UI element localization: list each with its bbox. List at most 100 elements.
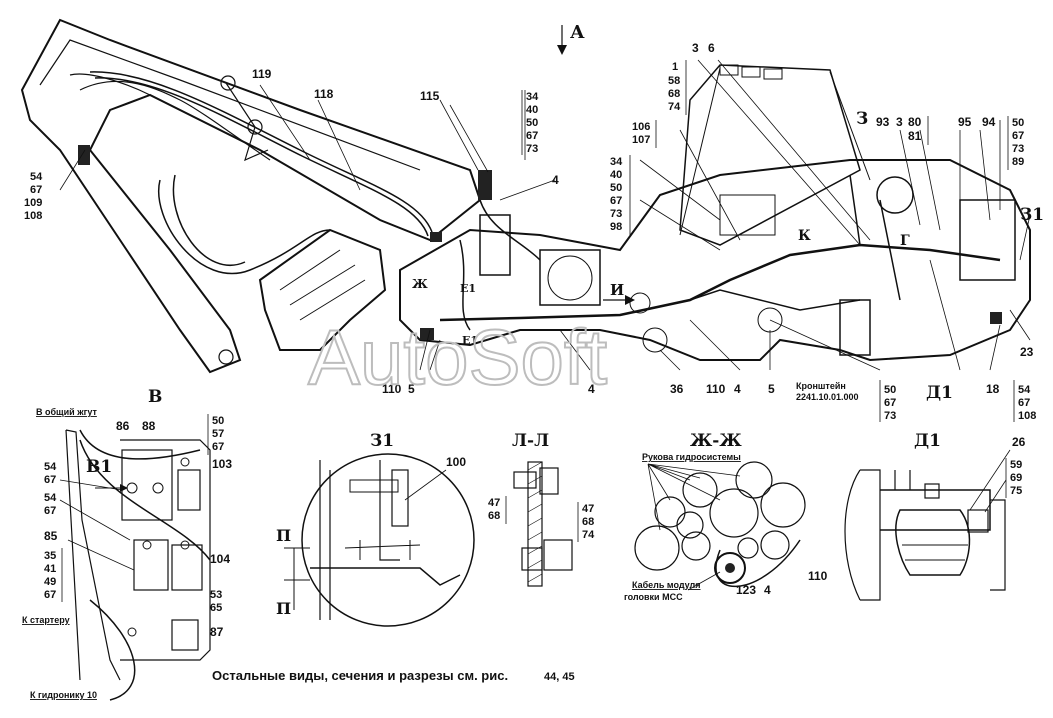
callout-ll-68a: 68 xyxy=(488,510,500,522)
callout-115: 115 xyxy=(420,89,440,103)
callout-b-57: 57 xyxy=(212,428,224,440)
callout-80: 80 xyxy=(908,115,922,129)
view-letter-g: Г xyxy=(900,233,910,249)
callout-4a: 4 xyxy=(734,382,741,396)
callout-1: 1 xyxy=(672,61,678,73)
callout-103: 103 xyxy=(212,457,232,471)
callout-ll-47a: 47 xyxy=(488,497,500,509)
callout-81: 81 xyxy=(908,129,922,143)
view-letter-z: З xyxy=(856,109,868,129)
callout-87: 87 xyxy=(210,625,224,639)
view-zhzh: Ж-Ж Рукова гидросистемы Кабель модуля го… xyxy=(624,431,828,602)
view-b: В В общий жгут В1 86 88 50 57 67 103 54 … xyxy=(22,387,232,701)
view-letter-e1a: Е1 xyxy=(460,282,476,295)
callout-40b: 40 xyxy=(610,169,622,181)
callout-95: 95 xyxy=(958,115,972,129)
callout-88: 88 xyxy=(142,419,156,433)
footer-refs: 44, 45 xyxy=(544,671,575,683)
view-a-marker: А xyxy=(570,22,585,43)
label-k-gidroniku: К гидронику 10 xyxy=(30,690,97,700)
callout-67m: 67 xyxy=(884,397,896,409)
callout-ll-74: 74 xyxy=(582,529,595,541)
callout-b-67b: 67 xyxy=(44,505,56,517)
label-hoses: Рукова гидросистемы xyxy=(642,452,741,462)
label-obshchiy-zhgut: В общий жгут xyxy=(36,407,97,417)
view-letter-b1: В1 xyxy=(86,457,112,477)
callout-ll-68b: 68 xyxy=(582,516,594,528)
callout-109: 109 xyxy=(24,197,42,209)
section-p-top: П xyxy=(276,526,291,545)
callout-23: 23 xyxy=(1020,345,1034,359)
callout-3: 3 xyxy=(692,41,699,55)
view-letter-i: И xyxy=(610,281,624,299)
callout-3b: 3 xyxy=(896,115,903,129)
callout-54r: 54 xyxy=(1018,384,1031,396)
callout-50b: 50 xyxy=(610,182,622,194)
callout-67r: 67 xyxy=(1012,130,1024,142)
callout-67b: 67 xyxy=(610,195,622,207)
callout-18: 18 xyxy=(986,382,1000,396)
callout-b-50: 50 xyxy=(212,415,224,427)
hose-circles xyxy=(634,461,806,584)
callout-54: 54 xyxy=(30,171,43,183)
view-b-title: В xyxy=(148,387,162,407)
callout-69: 69 xyxy=(1010,472,1022,484)
callout-36: 36 xyxy=(670,382,684,396)
callout-104: 104 xyxy=(210,552,230,566)
footer-text: Остальные виды, сечения и разрезы см. ри… xyxy=(212,668,508,683)
callout-26: 26 xyxy=(1012,435,1026,449)
callout-50: 50 xyxy=(526,117,538,129)
callout-53: 53 xyxy=(210,589,222,601)
callout-58: 58 xyxy=(668,75,680,87)
view-letter-z1: З1 xyxy=(1020,205,1044,225)
callout-34b: 34 xyxy=(610,156,623,168)
view-z1-title: З1 xyxy=(370,431,394,451)
callout-107: 107 xyxy=(632,134,650,146)
callout-75: 75 xyxy=(1010,485,1022,497)
callout-74: 74 xyxy=(668,101,681,113)
callout-118: 118 xyxy=(314,87,334,101)
bracket-label: Кронштейн xyxy=(796,381,846,391)
callout-100: 100 xyxy=(446,455,466,469)
view-ll-title: Л-Л xyxy=(512,431,549,451)
main-view: А 119 118 115 54 67 109 108 34 40 50 67 … xyxy=(20,18,1044,422)
callout-b-67a: 67 xyxy=(44,474,56,486)
bracket-code: 2241.10.01.000 xyxy=(796,392,859,402)
callout-zhzh-110: 110 xyxy=(808,569,828,583)
callout-6: 6 xyxy=(708,41,715,55)
callout-89: 89 xyxy=(1012,156,1024,168)
callout-zhzh-4: 4 xyxy=(764,583,771,597)
view-letter-k: К xyxy=(798,228,811,244)
callout-123: 123 xyxy=(736,583,756,597)
callout-49: 49 xyxy=(44,576,56,588)
watermark: AutoSoft xyxy=(308,313,608,401)
callout-b-54b: 54 xyxy=(44,492,57,504)
view-ll: Л-Л 47 68 47 68 74 xyxy=(488,431,595,587)
callout-106: 106 xyxy=(632,121,650,133)
callout-4-top: 4 xyxy=(552,173,559,187)
callout-b-67c: 67 xyxy=(44,589,56,601)
callout-65: 65 xyxy=(210,602,222,614)
callout-86: 86 xyxy=(116,419,130,433)
view-letter-e1b: Е1 xyxy=(462,334,478,347)
callout-b-67: 67 xyxy=(212,441,224,453)
label-cable-1: Кабель модуля xyxy=(632,580,701,590)
connector-block xyxy=(78,145,90,165)
callout-b-54a: 54 xyxy=(44,461,57,473)
callout-85: 85 xyxy=(44,529,58,543)
callout-34: 34 xyxy=(526,91,539,103)
callout-68: 68 xyxy=(668,88,680,100)
callout-5a: 5 xyxy=(408,382,415,396)
callout-73m: 73 xyxy=(884,410,896,422)
callout-119: 119 xyxy=(252,67,272,81)
callout-67: 67 xyxy=(526,130,538,142)
view-letter-d1: Д1 xyxy=(926,383,953,403)
callout-ll-47b: 47 xyxy=(582,503,594,515)
callout-67rb: 67 xyxy=(1018,397,1030,409)
callout-108r: 108 xyxy=(1018,410,1036,422)
callout-50m: 50 xyxy=(884,384,896,396)
callout-35: 35 xyxy=(44,550,56,562)
view-zhzh-title: Ж-Ж xyxy=(690,431,742,451)
callout-40: 40 xyxy=(526,104,538,116)
